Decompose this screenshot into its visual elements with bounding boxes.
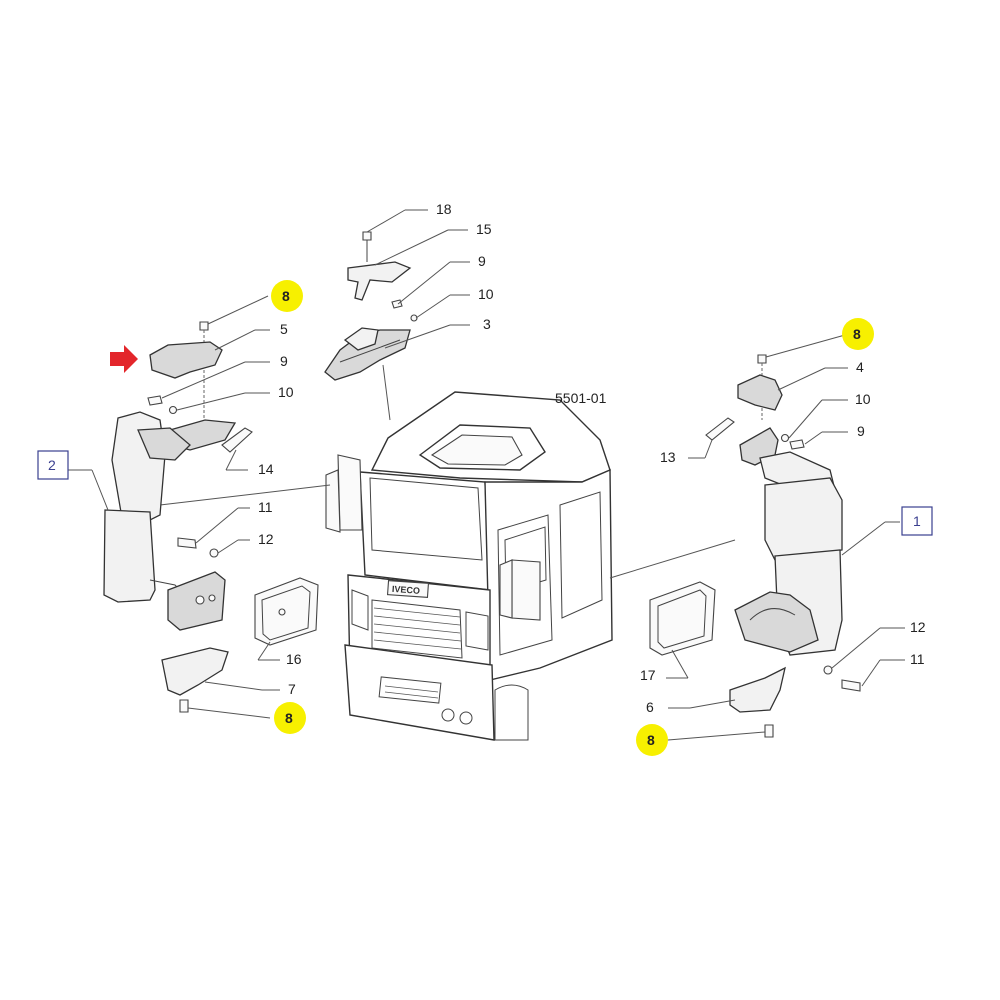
callout-right-box-1: 1 (913, 513, 921, 529)
callout-right-13: 13 (660, 449, 676, 465)
callout-left-12: 12 (258, 531, 274, 547)
highlight-marker (842, 318, 874, 350)
highlight-marker (636, 724, 668, 756)
callout-right-11: 11 (910, 651, 925, 667)
callout-left-8-top: 8 (282, 288, 290, 304)
callout-right-10: 10 (855, 391, 871, 407)
callout-left-5: 5 (280, 321, 288, 337)
highlight-marker (271, 280, 303, 312)
diagram-code: 5501-01 (555, 390, 607, 406)
assembly-box-1 (901, 506, 933, 536)
callout-left-16: 16 (286, 651, 302, 667)
callout-left-9: 9 (280, 353, 288, 369)
callout-right-12: 12 (910, 619, 926, 635)
callout-center-3: 3 (483, 316, 491, 332)
callout-center-15: 15 (476, 221, 492, 237)
callout-left-7: 7 (288, 681, 296, 697)
highlight-marker (274, 702, 306, 734)
assembly-box-2 (37, 450, 69, 480)
callout-left-14: 14 (258, 461, 274, 477)
callout-left-8-bottom: 8 (285, 710, 293, 726)
truck-cab-illustration: IVECO (325, 391, 613, 741)
callout-right-8-bottom: 8 (647, 732, 655, 748)
callout-center-18: 18 (436, 201, 452, 217)
callout-right-9: 9 (857, 423, 865, 439)
callout-right-4: 4 (856, 359, 864, 375)
callout-right-17: 17 (640, 667, 656, 683)
callout-left-10: 10 (278, 384, 294, 400)
callout-center-10: 10 (478, 286, 494, 302)
callout-left-box-2: 2 (48, 457, 56, 473)
callout-left-11: 11 (258, 499, 273, 515)
callout-right-6: 6 (646, 699, 654, 715)
right-mirror-assembly (649, 354, 861, 738)
center-bracket-assembly (324, 231, 418, 381)
red-arrow-icon (110, 345, 138, 373)
callout-center-9: 9 (478, 253, 486, 269)
cab-badge: IVECO (392, 584, 421, 596)
left-mirror-assembly (103, 321, 319, 713)
callout-right-8-top: 8 (853, 326, 861, 342)
